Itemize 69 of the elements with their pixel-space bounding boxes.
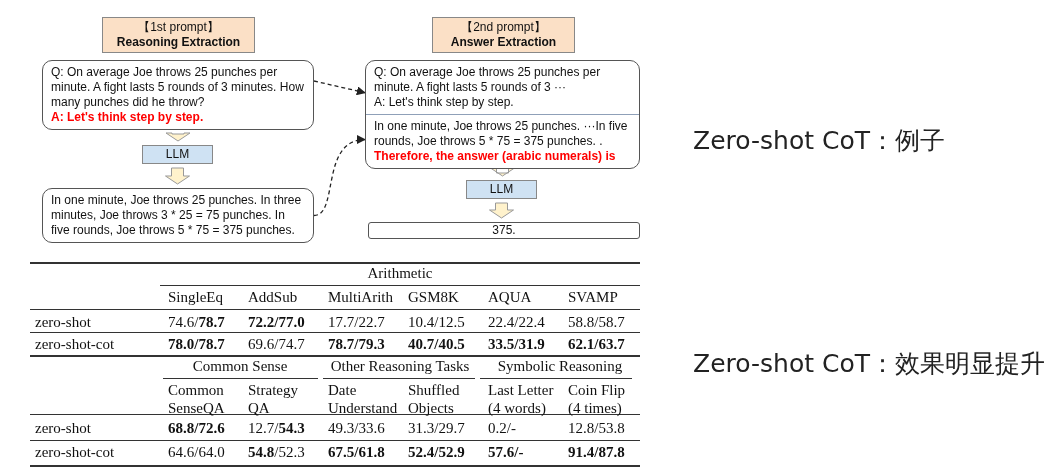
table-cell: 54.8/52.3	[248, 443, 305, 461]
column-header: SVAMP	[568, 288, 618, 306]
table-cell: 72.2/77.0	[248, 313, 305, 331]
column-header: AQUA	[488, 288, 532, 306]
block-arrow	[165, 167, 190, 185]
trigger-text: A: Let's think step by step.	[51, 110, 205, 125]
column-header: AddSub	[248, 288, 298, 306]
slide-caption: Zero-shot CoT：效果明显提升	[693, 349, 1045, 379]
table-cell: 62.1/63.7	[568, 335, 625, 353]
row-label: zero-shot-cot	[35, 443, 115, 461]
column-header: MultiArith	[328, 288, 393, 306]
table-cell: 12.7/54.3	[248, 419, 305, 437]
column-header: Date Understand	[328, 381, 398, 417]
output-box: In one minute, Joe throws 25 punches. In three minutes, Joe throws 3 * 25 = 75 punches. In five rounds, Joe throws 5 * 75 = 375 punches.	[42, 188, 314, 243]
llm-box: LLM	[466, 180, 537, 199]
table-cell: 64.6/64.0	[168, 443, 225, 461]
column-header: Last Letter (4 words)	[488, 381, 555, 417]
table-cell: 57.6/-	[488, 443, 524, 461]
table-cell: 58.8/58.7	[568, 313, 625, 331]
reasoning-text: In one minute, Joe throws 25 punches. ···In five rounds, Joe throws 5 * 75 = 375 punches. .	[366, 114, 639, 149]
header-text: 【1st prompt】	[137, 20, 220, 35]
trigger-text: Therefore, the answer (arabic numerals) is	[373, 149, 617, 165]
prompt-box	[42, 60, 314, 130]
block-arrow	[489, 202, 514, 219]
answer-text: A: Let's think step by step.	[373, 95, 515, 111]
row-label: zero-shot-cot	[35, 335, 115, 353]
table-cell: 12.8/53.8	[568, 419, 625, 437]
table-cell: 0.2/-	[488, 419, 516, 437]
header-title: Answer Extraction	[449, 35, 558, 50]
row-label: zero-shot	[35, 313, 91, 331]
table-cell: 67.5/61.8	[328, 443, 385, 461]
question-text: Q: On average Joe throws 25 punches per minute. A fight lasts 5 rounds of 3 ···	[373, 64, 602, 95]
group-header: Other Reasoning Tasks	[329, 357, 471, 375]
table-cell: 31.3/29.7	[408, 419, 465, 437]
slide-caption: Zero-shot CoT：例子	[693, 126, 945, 156]
table-cell: 33.5/31.9	[488, 335, 545, 353]
table-cell: 91.4/87.8	[568, 443, 625, 461]
table-cell: 69.6/74.7	[248, 335, 305, 353]
group-header: Common Sense	[191, 357, 289, 375]
question-text: Q: On average Joe throws 25 punches per minute. A fight lasts 5 rounds of 3 minutes. How many punches did he throw?	[51, 65, 305, 110]
answer-box: 375.	[368, 222, 640, 239]
column-header: Coin Flip (4 times)	[568, 381, 627, 417]
header-title: Reasoning Extraction	[115, 35, 242, 50]
table-cell: 78.7/79.3	[328, 335, 385, 353]
group-header: Symbolic Reasoning	[496, 357, 624, 375]
header-text: 【2nd prompt】	[460, 20, 547, 35]
table-cell: 10.4/12.5	[408, 313, 465, 331]
table-cell: 40.7/40.5	[408, 335, 465, 353]
row-label: zero-shot	[35, 419, 91, 437]
column-header: Strategy QA	[248, 381, 299, 417]
table-cell: 49.3/33.6	[328, 419, 385, 437]
prompt-header	[102, 17, 255, 53]
block-arrow	[165, 132, 191, 142]
table-cell: 17.7/22.7	[328, 313, 385, 331]
arrow	[313, 80, 366, 96]
table-cell: 52.4/52.9	[408, 443, 465, 461]
prompt-box	[365, 60, 640, 169]
llm-box: LLM	[142, 145, 213, 164]
prompt-header	[432, 17, 575, 53]
table-cell: 68.8/72.6	[168, 419, 225, 437]
column-header: GSM8K	[408, 288, 459, 306]
column-header: Shuffled Objects	[408, 381, 461, 417]
group-header: Arithmetic	[366, 264, 434, 282]
table-cell: 78.0/78.7	[168, 335, 225, 353]
arrow	[313, 136, 366, 217]
table-cell: 74.6/78.7	[168, 313, 225, 331]
column-header: Common SenseQA	[168, 381, 226, 417]
column-header: SingleEq	[168, 288, 223, 306]
table-cell: 22.4/22.4	[488, 313, 545, 331]
